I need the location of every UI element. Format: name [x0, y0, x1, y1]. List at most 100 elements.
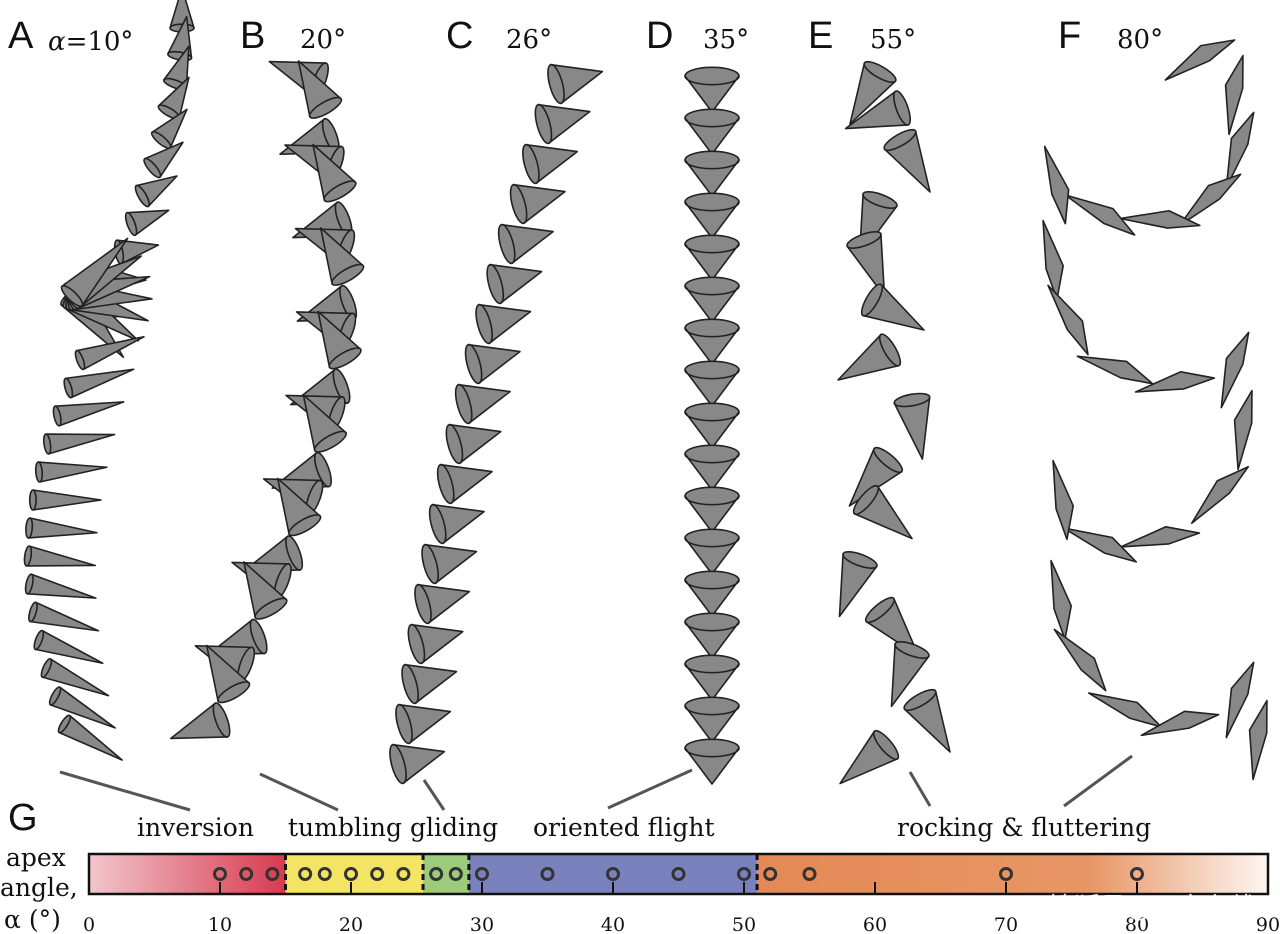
cone-d-16	[684, 738, 740, 785]
experiment-marker-12	[606, 867, 620, 881]
experiment-marker-15	[763, 867, 778, 881]
cone-b-19	[243, 561, 288, 620]
experiment-marker-10	[475, 867, 489, 881]
cone-e-11	[864, 596, 920, 657]
cone-b-1	[297, 60, 343, 119]
leaf-f-20	[1140, 710, 1220, 737]
trajectory-b	[169, 60, 365, 740]
connector-rocking-f	[1063, 754, 1133, 808]
cone-d-8	[684, 402, 740, 449]
cone-a-low-8	[24, 573, 97, 599]
connector-tumbling	[259, 772, 339, 812]
cone-e-7	[893, 392, 931, 460]
cone-c-11	[428, 503, 485, 545]
cone-c-17	[389, 743, 446, 785]
cone-d-7	[684, 360, 740, 407]
experiment-marker-3	[298, 867, 313, 881]
panel-letter-a: A	[8, 15, 34, 57]
leaf-f-12	[1233, 389, 1253, 471]
leaf-f-10	[1134, 370, 1216, 393]
cone-c-4	[497, 223, 554, 265]
cone-c-10	[436, 463, 493, 505]
cone-d-10	[684, 486, 740, 533]
experiment-marker-16	[802, 867, 817, 881]
cone-c-5	[486, 263, 543, 305]
cone-a-low-5	[28, 489, 102, 511]
leaf-f-13	[1190, 465, 1250, 525]
cone-b-23	[169, 702, 231, 740]
panel-angle-b: 20°	[300, 25, 346, 55]
leaf-f-8	[1047, 284, 1089, 356]
cone-e-12	[890, 641, 930, 708]
cone-a-6	[134, 175, 178, 208]
tick-label-90: 90	[1256, 914, 1280, 934]
leaf-f-3	[1178, 173, 1242, 227]
experiment-marker-0	[213, 867, 227, 881]
cone-a-low-7	[23, 545, 97, 567]
cone-c-7	[464, 343, 521, 385]
experiment-marker-9	[448, 867, 463, 881]
tick-label-50: 50	[732, 914, 756, 934]
panel-letter-e: E	[808, 15, 833, 57]
mode-label-oriented-flight: oriented flight	[533, 813, 715, 842]
panel-angle-a: α=10°	[48, 27, 133, 57]
leaf-f-5	[1064, 194, 1136, 236]
cone-c-3	[509, 183, 566, 225]
experiment-marker-17	[999, 867, 1013, 881]
regime-inversion	[89, 854, 286, 894]
cone-c-14	[407, 623, 464, 665]
experiment-marker-11	[540, 867, 555, 881]
panel-angle-e: 55°	[870, 25, 916, 55]
axis-title: apex angle, α (°)	[0, 843, 78, 934]
cone-e-4	[846, 231, 886, 298]
watermark: 搜狐号@天文在线	[1048, 893, 1256, 923]
panel-letter-d: D	[646, 15, 673, 57]
cone-e-2	[883, 128, 931, 193]
leaf-f-21	[1225, 661, 1255, 739]
cone-c-1	[534, 103, 591, 145]
leaf-f-2	[1225, 111, 1255, 189]
panel-angle-a-value: =10°	[66, 27, 134, 57]
tick-label-40: 40	[601, 914, 625, 934]
panel-angle-d: 35°	[703, 25, 749, 55]
panel-labels: A α=10° B 20° C 26° D 35° E 55° F 80°	[8, 15, 1163, 57]
cone-a-low-3	[42, 433, 116, 455]
cone-b-13	[302, 394, 348, 453]
regime-tumbling	[285, 854, 424, 894]
leaf-f-17	[1050, 559, 1073, 641]
cone-a-low-9	[28, 601, 100, 632]
tick-label-10: 10	[208, 914, 232, 934]
leaf-f-1	[1224, 54, 1244, 136]
tick-label-30: 30	[470, 914, 494, 934]
connector-oriented-flight	[607, 768, 693, 810]
trajectory-e	[837, 60, 951, 785]
experiment-marker-18	[1130, 867, 1144, 881]
cone-d-0	[684, 66, 740, 113]
cone-b-4	[312, 143, 357, 203]
mode-label-inversion: inversion	[137, 813, 254, 842]
experiment-marker-7	[396, 867, 411, 881]
cone-a-low-12	[48, 686, 116, 729]
cone-d-14	[684, 654, 740, 701]
cone-d-13	[684, 612, 740, 659]
cone-e-10	[838, 551, 878, 618]
axis-title-line-2: angle,	[0, 873, 78, 902]
tick-label-0: 0	[83, 914, 95, 934]
mode-labels: inversion tumbling gliding oriented flig…	[137, 813, 1151, 842]
cone-c-8	[454, 383, 511, 425]
cone-e-9	[852, 484, 913, 540]
cone-d-3	[684, 192, 740, 239]
cone-a-low-6	[25, 517, 98, 539]
experiment-marker-14	[737, 867, 751, 881]
cone-e-5	[860, 283, 925, 331]
alpha-symbol: α	[48, 27, 66, 57]
experiment-marker-1	[239, 867, 254, 881]
mode-label-gliding: gliding	[410, 813, 498, 842]
cone-a-low-1	[63, 368, 135, 399]
trajectory-d	[684, 66, 740, 785]
cone-c-16	[395, 703, 452, 745]
cone-c-0	[547, 63, 604, 105]
leaf-f-22	[1248, 699, 1268, 781]
